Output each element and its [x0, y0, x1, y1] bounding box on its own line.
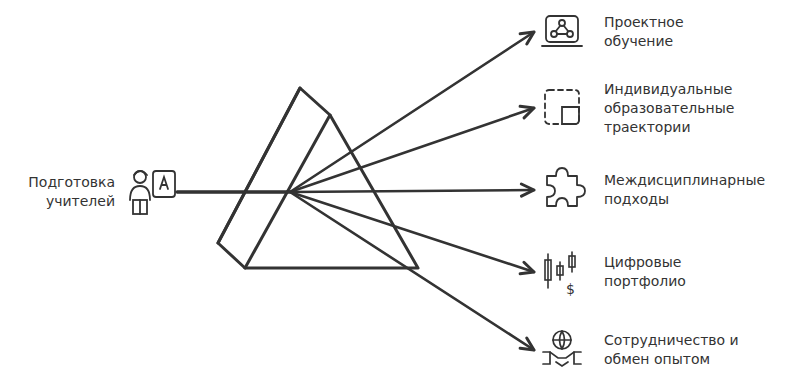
- output-node: Индивидуальные образовательные траектори…: [540, 80, 754, 137]
- arrowhead: [521, 184, 534, 196]
- puzzle-icon: [547, 168, 585, 206]
- connector-arrow: [177, 106, 534, 192]
- node-label: Подготовка учителей: [5, 173, 115, 211]
- connector-arrow: [177, 192, 534, 350]
- output-node: Цифровые портфолио: [540, 253, 704, 291]
- connector-arrow: [177, 184, 534, 196]
- portfolio-icon: $: [545, 252, 575, 297]
- node-label: Междисциплинарные подходы: [604, 171, 769, 209]
- input-node: Подготовка учителей: [5, 173, 175, 211]
- connector-arrow: [177, 32, 534, 192]
- arrowhead: [520, 32, 534, 44]
- node-label: Индивидуальные образовательные траектори…: [604, 80, 754, 137]
- connector-line: [177, 192, 534, 350]
- collaboration-icon: [543, 331, 581, 366]
- connector-line: [177, 192, 534, 272]
- dollar-symbol: $: [566, 281, 575, 297]
- teacher-icon: [130, 171, 175, 214]
- arrowhead: [520, 338, 534, 350]
- connector-line: [177, 32, 534, 192]
- arrowhead: [520, 262, 534, 274]
- prism-edge: [218, 88, 300, 243]
- output-node: Сотрудничество и обмен опытом: [540, 331, 739, 369]
- node-label: Проектное обучение: [604, 13, 704, 51]
- project-icon: [542, 16, 582, 46]
- trajectory-icon: [545, 90, 579, 124]
- arrowhead: [520, 106, 534, 118]
- prism-outline: [218, 88, 418, 268]
- prism: [218, 88, 418, 268]
- connector-line: [177, 108, 534, 192]
- output-node: Междисциплинарные подходы: [540, 171, 769, 209]
- output-node: Проектное обучение: [540, 13, 704, 51]
- node-label: Цифровые портфолио: [604, 253, 704, 291]
- node-label: Сотрудничество и обмен опытом: [604, 331, 739, 369]
